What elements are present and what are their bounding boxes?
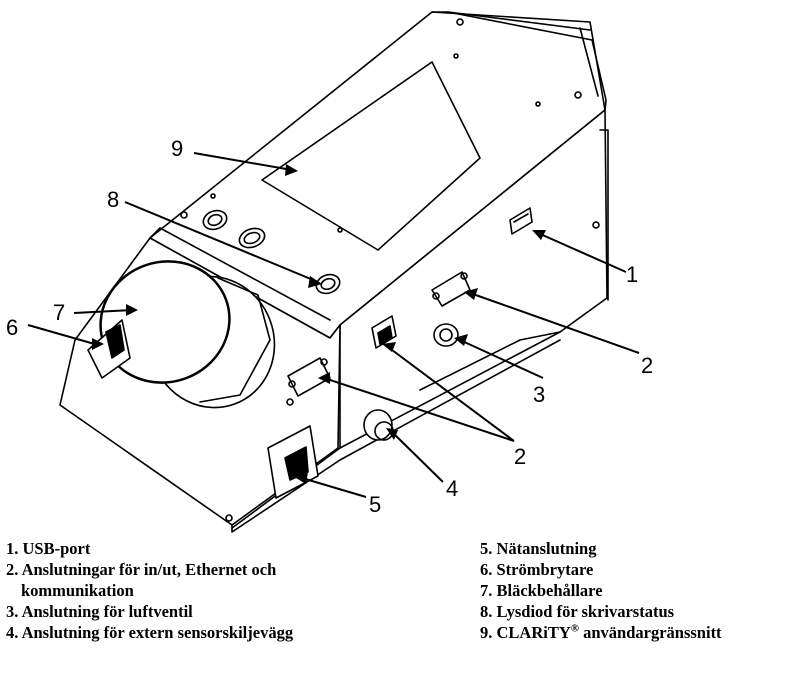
- legend-right: 5. Nätanslutning 6. Strömbrytare 7. Bläc…: [480, 538, 722, 643]
- callout-2b: 2: [514, 444, 526, 469]
- legend-number: 6.: [480, 560, 493, 579]
- callout-8: 8: [107, 187, 119, 212]
- printer-diagram: 1 2 3 2 4 5 6 7 8 9: [6, 11, 653, 533]
- display-screen: [261, 61, 481, 251]
- callout-1: 1: [626, 262, 638, 287]
- callout-7: 7: [53, 300, 65, 325]
- legend-item-2: 2. Anslutningar för in/ut, Ethernet och …: [6, 559, 293, 601]
- legend-number: 7.: [480, 581, 493, 600]
- legend-text: Strömbrytare: [496, 560, 594, 579]
- legend-number: 9.: [480, 623, 493, 642]
- legend-item-7: 7. Bläckbehållare: [480, 580, 722, 601]
- legend-number: 4.: [6, 623, 19, 642]
- callout-4: 4: [446, 476, 458, 501]
- legend-text: Anslutning för extern sensorskiljevägg: [21, 623, 294, 642]
- air-valve-connector: [433, 323, 459, 347]
- status-led: [315, 273, 341, 295]
- callout-3: 3: [533, 382, 545, 407]
- legend-text: Bläckbehållare: [496, 581, 603, 600]
- registered-mark: ®: [570, 622, 579, 635]
- legend-item-3: 3. Anslutning för luftventil: [6, 601, 293, 622]
- legend-number: 2.: [6, 560, 19, 579]
- legend-number: 1.: [6, 539, 19, 558]
- legend-number: 5.: [480, 539, 493, 558]
- callout-2a: 2: [641, 353, 653, 378]
- legend-text: användargränssnitt: [583, 623, 722, 642]
- legend-left: 1. USB-port 2. Anslutningar för in/ut, E…: [6, 538, 293, 643]
- callout-5: 5: [369, 492, 381, 517]
- legend-number: 3.: [6, 602, 19, 621]
- legend-item-6: 6. Strömbrytare: [480, 559, 722, 580]
- legend-text: Lysdiod för skrivarstatus: [496, 602, 675, 621]
- legend-item-9: 9. CLARiTY® användargränssnitt: [480, 622, 722, 643]
- legend-item-5: 5. Nätanslutning: [480, 538, 722, 559]
- legend-text: Anslutning för luftventil: [21, 602, 193, 621]
- callout-9: 9: [171, 136, 183, 161]
- callout-6: 6: [6, 315, 18, 340]
- legend-text: Anslutningar för in/ut, Ethernet och: [21, 560, 277, 579]
- legend-text: USB-port: [22, 539, 91, 558]
- legend-item-8: 8. Lysdiod för skrivarstatus: [480, 601, 722, 622]
- legend-number: 8.: [480, 602, 493, 621]
- printer-side-face: [339, 109, 608, 449]
- legend-text-continued: kommunikation: [21, 581, 134, 600]
- legend-item-4: 4. Anslutning för extern sensorskiljeväg…: [6, 622, 293, 643]
- legend-brand: CLARiTY: [496, 623, 571, 642]
- legend-item-1: 1. USB-port: [6, 538, 293, 559]
- legend-text: Nätanslutning: [496, 539, 597, 558]
